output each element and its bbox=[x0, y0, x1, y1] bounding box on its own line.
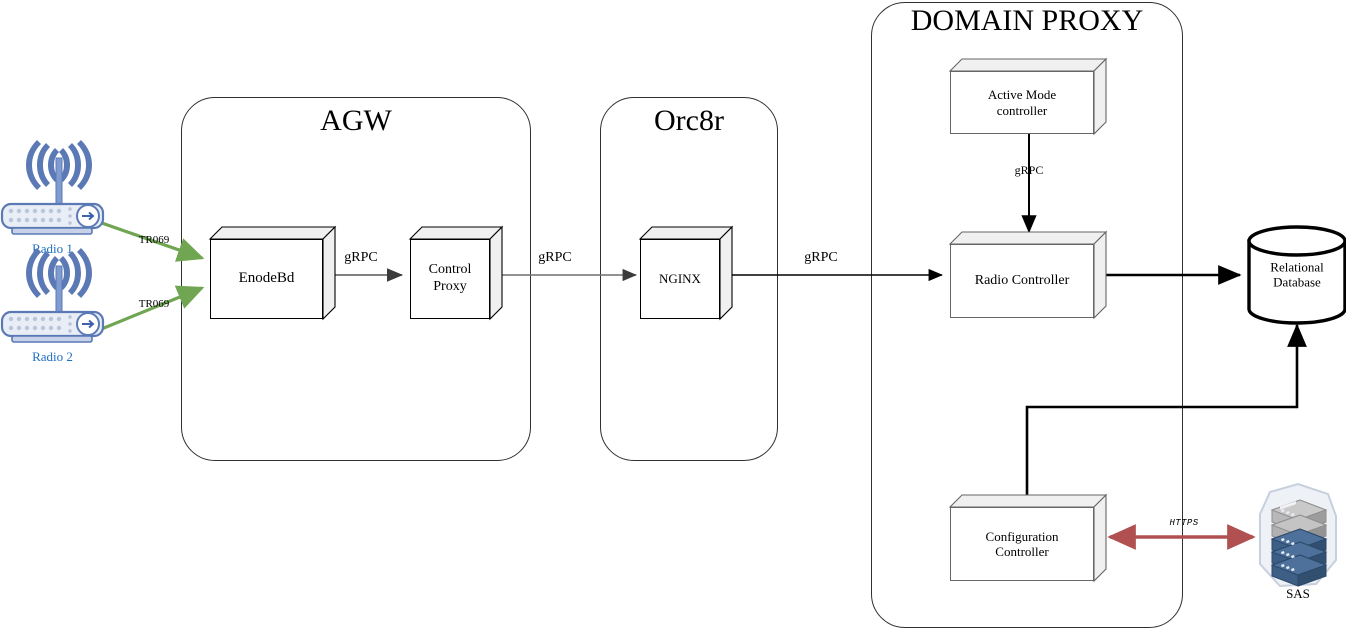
radio-controller-top-face bbox=[948, 231, 1108, 245]
configuration-controller-top-face bbox=[948, 494, 1108, 508]
control-proxy-top-face bbox=[408, 226, 504, 240]
node-active-mode-controller[interactable]: Active Mode controller bbox=[948, 57, 1108, 136]
enodebd-label: EnodeBd bbox=[210, 239, 323, 319]
nginx-side-face bbox=[719, 225, 733, 321]
edge-label-tr069-2: TR069 bbox=[138, 298, 170, 310]
radio-1-label: Radio 1 bbox=[32, 241, 73, 256]
control-proxy-side-face bbox=[489, 225, 503, 321]
nginx-top-face bbox=[638, 226, 734, 240]
nginx-label: NGINX bbox=[640, 239, 720, 319]
edge-label-https: HTTPS bbox=[1169, 518, 1199, 528]
configuration-controller-line1: Configuration bbox=[985, 528, 1059, 544]
node-enodebd[interactable]: EnodeBd bbox=[208, 225, 337, 321]
zone-agw-title: AGW bbox=[320, 104, 392, 137]
wireless-router-icon bbox=[0, 248, 105, 343]
node-sas[interactable]: SAS bbox=[1250, 482, 1346, 602]
zone-domain-proxy-title: DOMAIN PROXY bbox=[910, 4, 1144, 37]
node-relational-database[interactable]: Relational Database bbox=[1246, 225, 1346, 325]
device-radio-1[interactable]: Radio 1 bbox=[0, 140, 105, 256]
node-control-proxy[interactable]: Control Proxy bbox=[408, 225, 504, 321]
configuration-controller-label: Configuration Controller bbox=[950, 507, 1094, 581]
radio-controller-side-face bbox=[1093, 230, 1107, 320]
zone-orc8r bbox=[600, 97, 778, 461]
configuration-controller-line2: Controller bbox=[995, 544, 1049, 559]
edge-radio1-enodebd bbox=[98, 220, 205, 262]
relational-database-label: Relational Database bbox=[1246, 260, 1346, 291]
database-cylinder-shape bbox=[1247, 225, 1346, 325]
edge-configcontroller-database bbox=[1025, 323, 1307, 507]
edge-label-tr069-1: TR069 bbox=[138, 234, 170, 246]
edge-label-grpc-nginx: gRPC bbox=[804, 250, 838, 265]
control-proxy-label-line1: Control bbox=[428, 262, 472, 278]
zone-domain-proxy bbox=[871, 2, 1183, 628]
edge-label-grpc-activemode: gRPC bbox=[1014, 163, 1044, 177]
node-configuration-controller[interactable]: Configuration Controller bbox=[948, 493, 1108, 583]
edge-radio2-enodebd bbox=[98, 285, 205, 332]
active-mode-controller-label: Active Mode controller bbox=[950, 71, 1094, 134]
enodebd-side-face bbox=[322, 225, 336, 321]
wireless-router-icon bbox=[0, 140, 105, 235]
active-mode-controller-line2: controller bbox=[996, 102, 1048, 118]
node-nginx[interactable]: NGINX bbox=[638, 225, 734, 321]
server-stack-icon bbox=[1259, 482, 1337, 588]
node-radio-controller[interactable]: Radio Controller bbox=[948, 230, 1108, 320]
configuration-controller-side-face bbox=[1093, 493, 1107, 583]
radio-2-label: Radio 2 bbox=[32, 349, 73, 364]
device-radio-2[interactable]: Radio 2 bbox=[0, 248, 105, 364]
active-mode-controller-top-face bbox=[948, 58, 1108, 72]
active-mode-controller-side-face bbox=[1093, 57, 1107, 136]
control-proxy-label: Control Proxy bbox=[410, 239, 490, 319]
edge-label-grpc-controlproxy: gRPC bbox=[538, 250, 572, 265]
control-proxy-label-line2: Proxy bbox=[433, 279, 467, 294]
active-mode-controller-line1: Active Mode bbox=[987, 87, 1057, 103]
relational-database-line2: Database bbox=[1273, 275, 1321, 290]
edge-label-grpc-enodebd: gRPC bbox=[344, 250, 378, 265]
zone-orc8r-title: Orc8r bbox=[654, 104, 724, 137]
relational-database-line1: Relational bbox=[1270, 259, 1324, 275]
enodebd-top-face bbox=[208, 226, 337, 240]
radio-controller-label: Radio Controller bbox=[950, 244, 1094, 318]
sas-label: SAS bbox=[1286, 586, 1310, 601]
zone-agw bbox=[181, 97, 531, 461]
